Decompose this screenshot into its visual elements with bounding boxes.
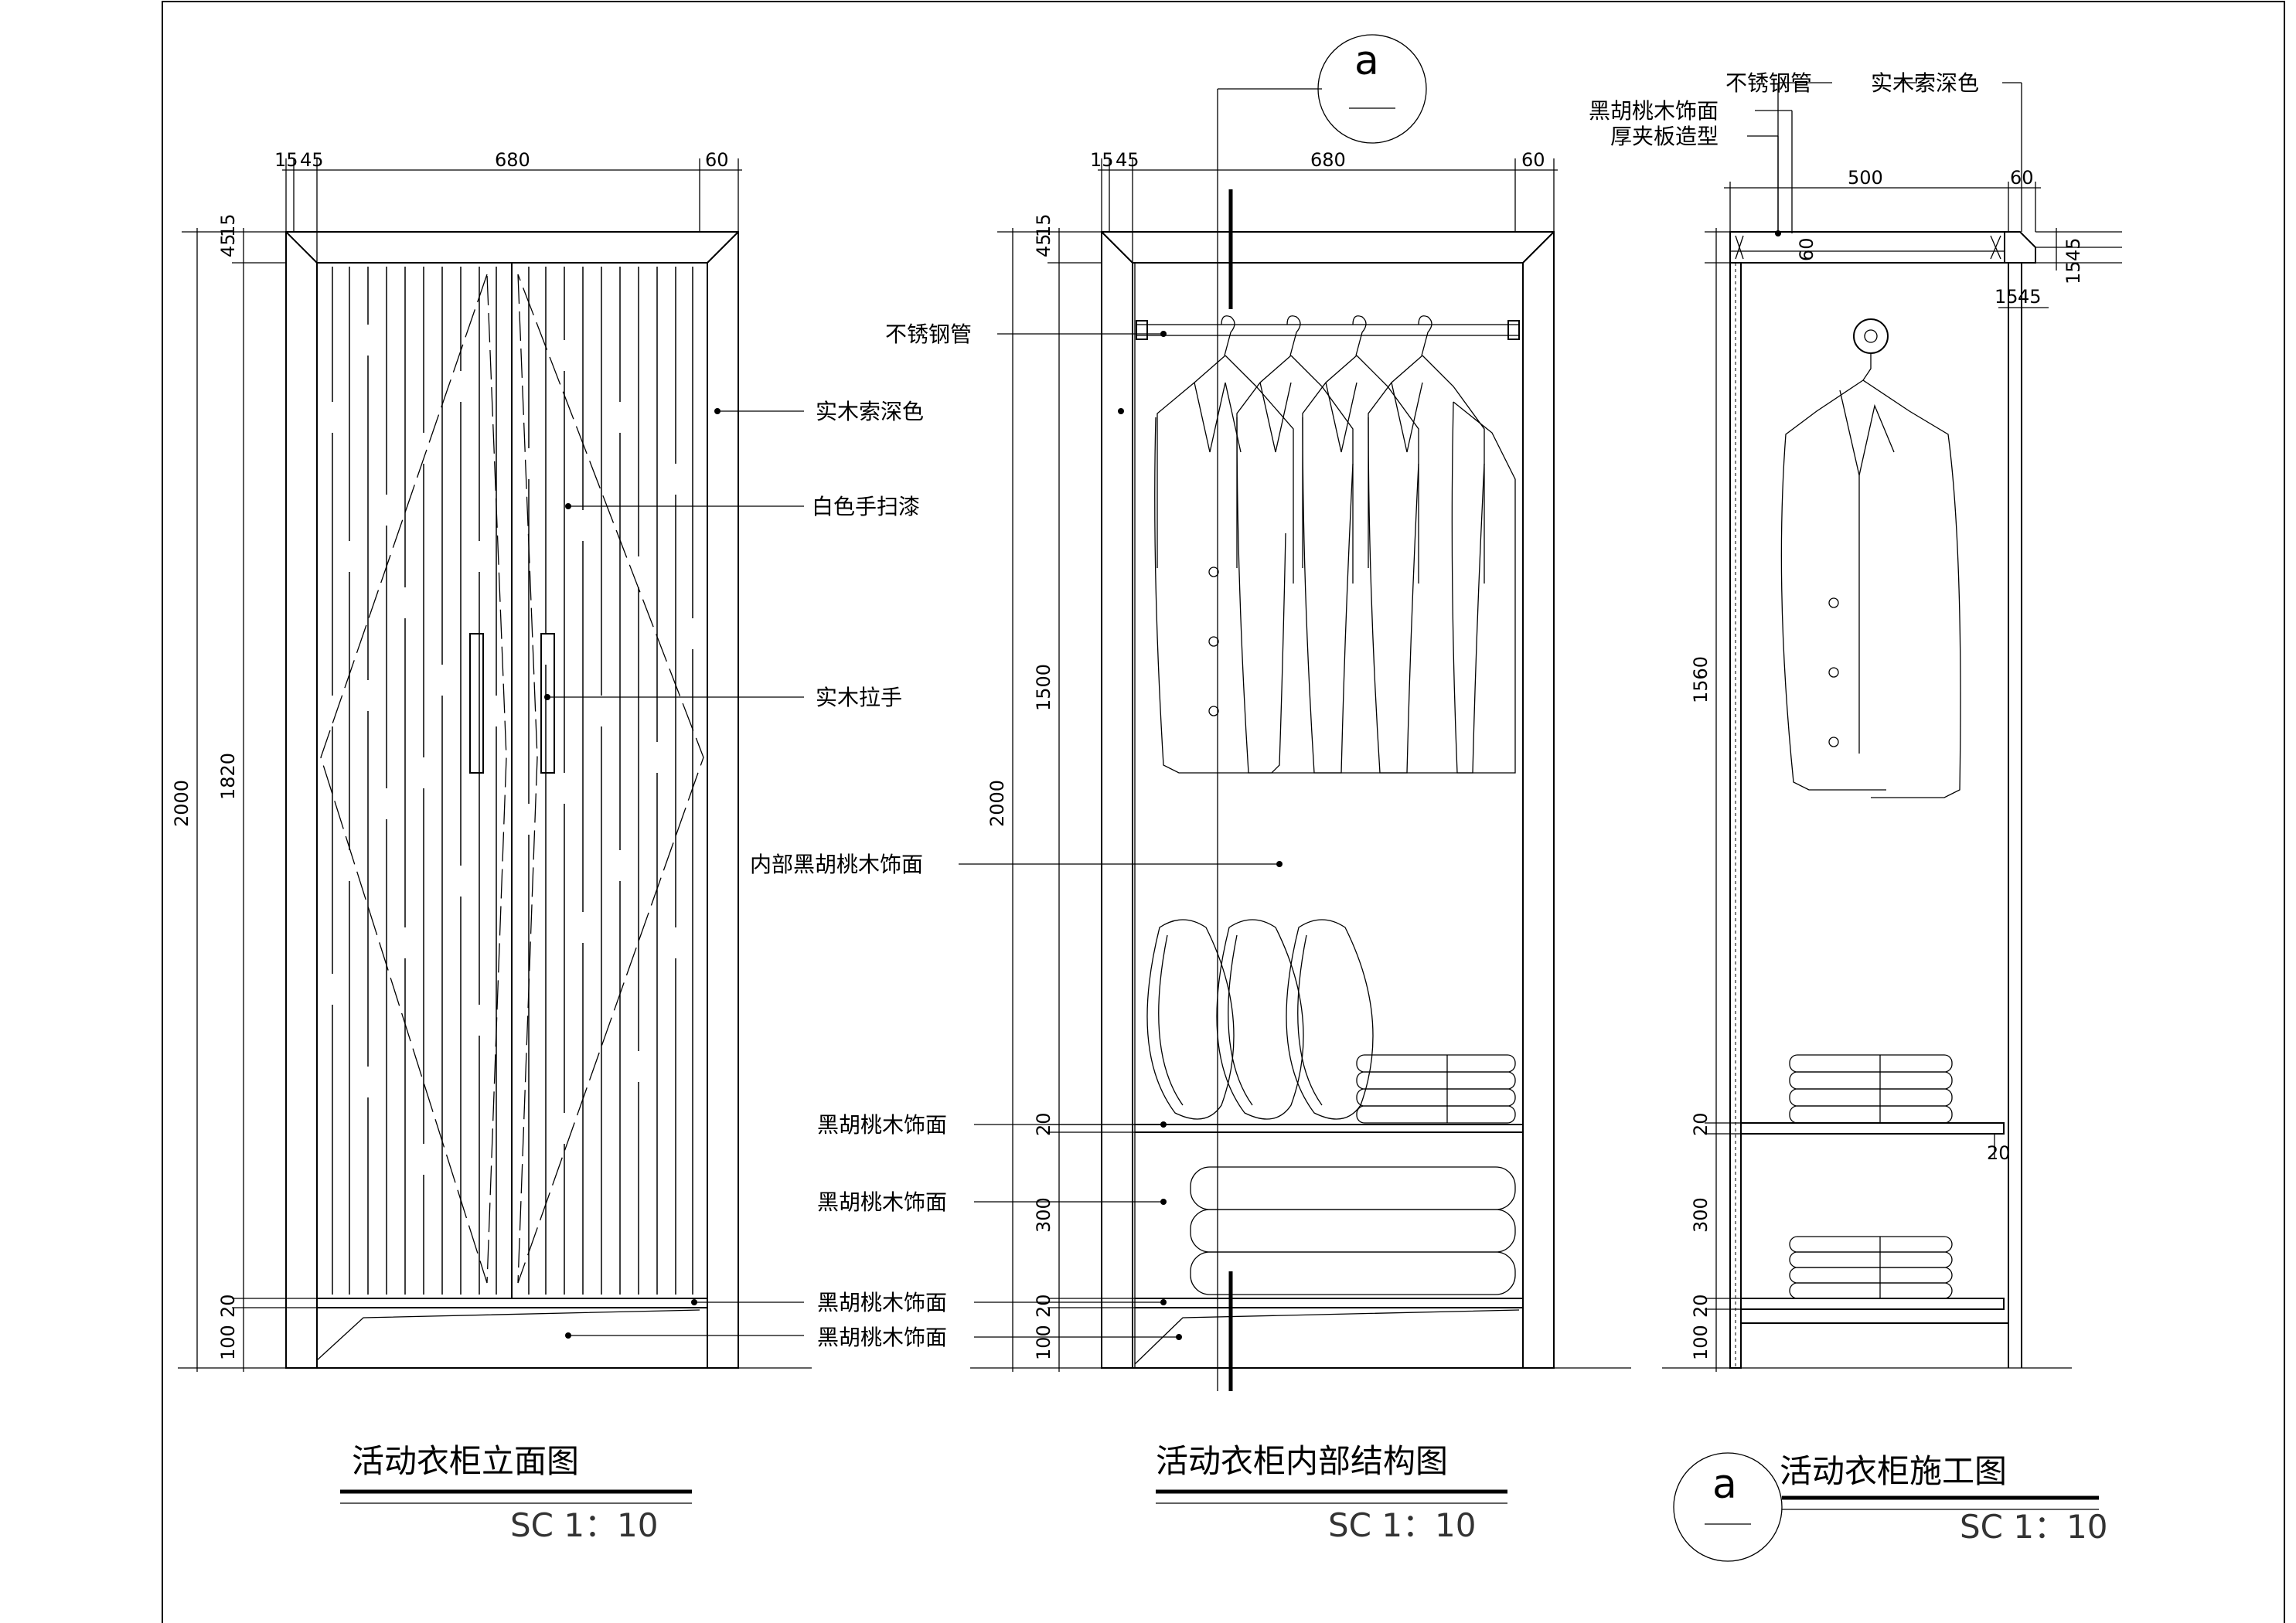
e2-dim-680: 680 [1310, 149, 1346, 171]
e3-dim-15-h: 15 [1995, 286, 2018, 308]
label-sec-ply: 厚夹板造型 [1610, 124, 1719, 149]
hanging-rod [1136, 324, 1520, 336]
label-base2: 黑胡桃木饰面 [817, 1325, 947, 1350]
plinth-shadow [316, 1309, 700, 1361]
scale-section: SC 1：10 [1960, 1508, 2108, 1546]
label-door-wood: 实木索深色 [816, 399, 924, 424]
e3-dim-1560: 1560 [1690, 656, 1712, 703]
title-interior: 活动衣柜内部结构图 [1156, 1442, 1448, 1480]
e1-dim-20: 20 [217, 1294, 239, 1318]
e3-dim-left: 1560 20 300 100 20 [1662, 228, 2072, 1372]
blankets [1190, 1166, 1516, 1295]
e2-dim-1500: 1500 [1033, 664, 1054, 711]
e1-dim-60: 60 [705, 149, 729, 171]
e2-dim-left: 2000 1500 45 15 20 300 100 20 [970, 213, 1631, 1372]
scale-front: SC 1：10 [510, 1506, 659, 1544]
diamond-left [320, 274, 507, 1284]
section-marker-top: a [1317, 34, 1427, 144]
sec-shelf-upper [1740, 1122, 2005, 1135]
e2-dim-2000: 2000 [986, 780, 1008, 827]
e2-dim-300: 300 [1033, 1197, 1054, 1233]
label-sec-veneer: 黑胡桃木饰面 [1589, 98, 1719, 124]
sec-coat [1780, 353, 1961, 798]
e3-leaders [1747, 82, 2022, 236]
scale-interior: SC 1：10 [1328, 1506, 1477, 1544]
frame-miter-tl [285, 231, 318, 264]
frame-miter-tr [707, 231, 739, 264]
e1-dim-1820: 1820 [217, 753, 239, 800]
handle-left [469, 633, 484, 774]
label-shelf1: 黑胡桃木饰面 [817, 1112, 947, 1138]
folded-towels [1356, 1054, 1516, 1124]
e1-dim-45: 45 [300, 149, 324, 171]
e2-dim-45-v: 45 [1033, 233, 1054, 257]
e2-dim-top: 15 45 680 60 [1090, 149, 1558, 263]
e2-dim-20-b: 20 [1033, 1294, 1054, 1318]
label-handle: 实木拉手 [816, 685, 902, 710]
e1-dim-top: 15 45 680 60 [274, 149, 742, 263]
e3-dim-20-b: 20 [1690, 1294, 1712, 1318]
label-base1: 黑胡桃木饰面 [817, 1290, 947, 1315]
e2-dim-60: 60 [1521, 149, 1545, 171]
e3-dim-right: 45 15 15 45 20 60 [1796, 228, 2122, 1164]
e3-dim-300: 300 [1690, 1197, 1712, 1233]
sheet-border [162, 1, 2285, 1623]
sec-top-board [1729, 231, 2005, 264]
e3-dim-top: 500 60 [1724, 167, 2041, 232]
e3-dim-20-r: 20 [1987, 1142, 2011, 1164]
e3-dim-45-h: 45 [2018, 286, 2042, 308]
e3-dim-20-a: 20 [1690, 1112, 1712, 1136]
section-view: 500 60 1560 20 300 100 20 45 [1589, 70, 2122, 1372]
door-wood-grain [332, 267, 693, 1295]
label-sec-rod: 不锈钢管 [1725, 70, 1812, 96]
pillows [1146, 919, 1374, 1120]
cab-inner [1132, 262, 1524, 1368]
sec-towels-upper [1789, 1054, 1953, 1124]
label-shelf2: 黑胡桃木饰面 [817, 1189, 947, 1215]
e1-dim-15: 15 [274, 149, 298, 171]
e1-dim-45-v: 45 [217, 233, 239, 257]
e2-leaders [959, 331, 1283, 1340]
elevation-front: 15 45 680 60 2000 1820 45 15 100 20 [171, 149, 924, 1372]
e1-dim-2000: 2000 [171, 780, 192, 827]
e1-dim-680: 680 [495, 149, 530, 171]
title-block-2: 活动衣柜内部结构图 SC 1：10 [1156, 1442, 1507, 1544]
section-letter-bottom: a [1712, 1461, 1737, 1508]
hanging-shirts [1154, 315, 1516, 774]
e3-dim-60-inner: 60 [1796, 237, 1817, 261]
title-block-1: 活动衣柜立面图 SC 1：10 [340, 1442, 692, 1544]
sec-rod [1853, 318, 1889, 354]
e3-dim-15-v: 15 [2063, 260, 2084, 284]
e2-dim-100: 100 [1033, 1325, 1054, 1360]
e3-dim-100: 100 [1690, 1325, 1712, 1360]
e3-dim-45-v: 45 [2063, 237, 2084, 261]
e1-leaders [544, 408, 804, 1339]
elevation-interior: a 15 45 680 60 2000 1 [750, 34, 1631, 1391]
e1-dim-15-v: 15 [217, 213, 239, 237]
sec-shelf-lower [1740, 1298, 2005, 1310]
e2-dim-15: 15 [1090, 149, 1114, 171]
title-section: 活动衣柜施工图 [1780, 1452, 2007, 1490]
e1-dim-100: 100 [217, 1325, 239, 1360]
title-block-3: a 活动衣柜施工图 SC 1：10 [1673, 1452, 2108, 1562]
diamond-right [517, 274, 704, 1284]
label-inner-veneer: 内部黑胡桃木饰面 [750, 852, 923, 877]
sec-profile [2004, 231, 2036, 264]
label-rod: 不锈钢管 [885, 322, 972, 347]
section-letter-top: a [1354, 38, 1379, 84]
sec-towels-lower [1789, 1236, 1953, 1299]
label-white-paint: 白色手扫漆 [812, 494, 920, 519]
handle-right [540, 633, 555, 774]
cab-outer [1101, 231, 1555, 1369]
title-front: 活动衣柜立面图 [352, 1442, 579, 1480]
e2-dim-15-v: 15 [1033, 213, 1054, 237]
e3-dim-500: 500 [1848, 167, 1883, 189]
e1-dim-left: 2000 1820 45 15 100 20 [171, 213, 812, 1372]
label-sec-wood: 实木索深色 [1871, 70, 1979, 96]
e2-dim-45: 45 [1116, 149, 1139, 171]
